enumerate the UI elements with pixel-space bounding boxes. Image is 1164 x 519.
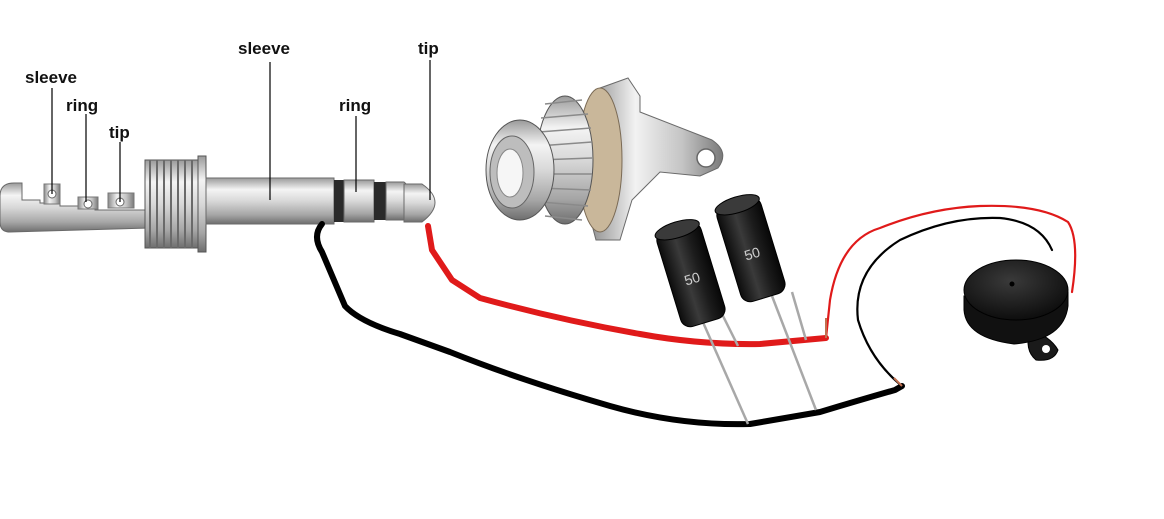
plug-diagram <box>205 177 436 225</box>
plug-tip-label: tip <box>418 39 439 58</box>
jack-ring-label: ring <box>66 96 99 115</box>
capacitor-right-marking: 50 <box>742 244 762 264</box>
capacitor-left: 50 <box>654 219 750 425</box>
jack-sleeve-label: sleeve <box>25 68 77 87</box>
label-leaders <box>51 60 431 202</box>
jack-diagram <box>0 155 207 253</box>
plug-sleeve-label: sleeve <box>238 39 290 58</box>
jack-tip-label: tip <box>109 123 130 142</box>
wires <box>314 204 1077 428</box>
piezo-buzzer <box>963 259 1069 361</box>
panel-jack <box>485 77 724 241</box>
capacitor-right: 50 <box>714 194 818 411</box>
plug-ring-label: ring <box>339 96 372 115</box>
capacitor-left-marking: 50 <box>682 269 702 289</box>
